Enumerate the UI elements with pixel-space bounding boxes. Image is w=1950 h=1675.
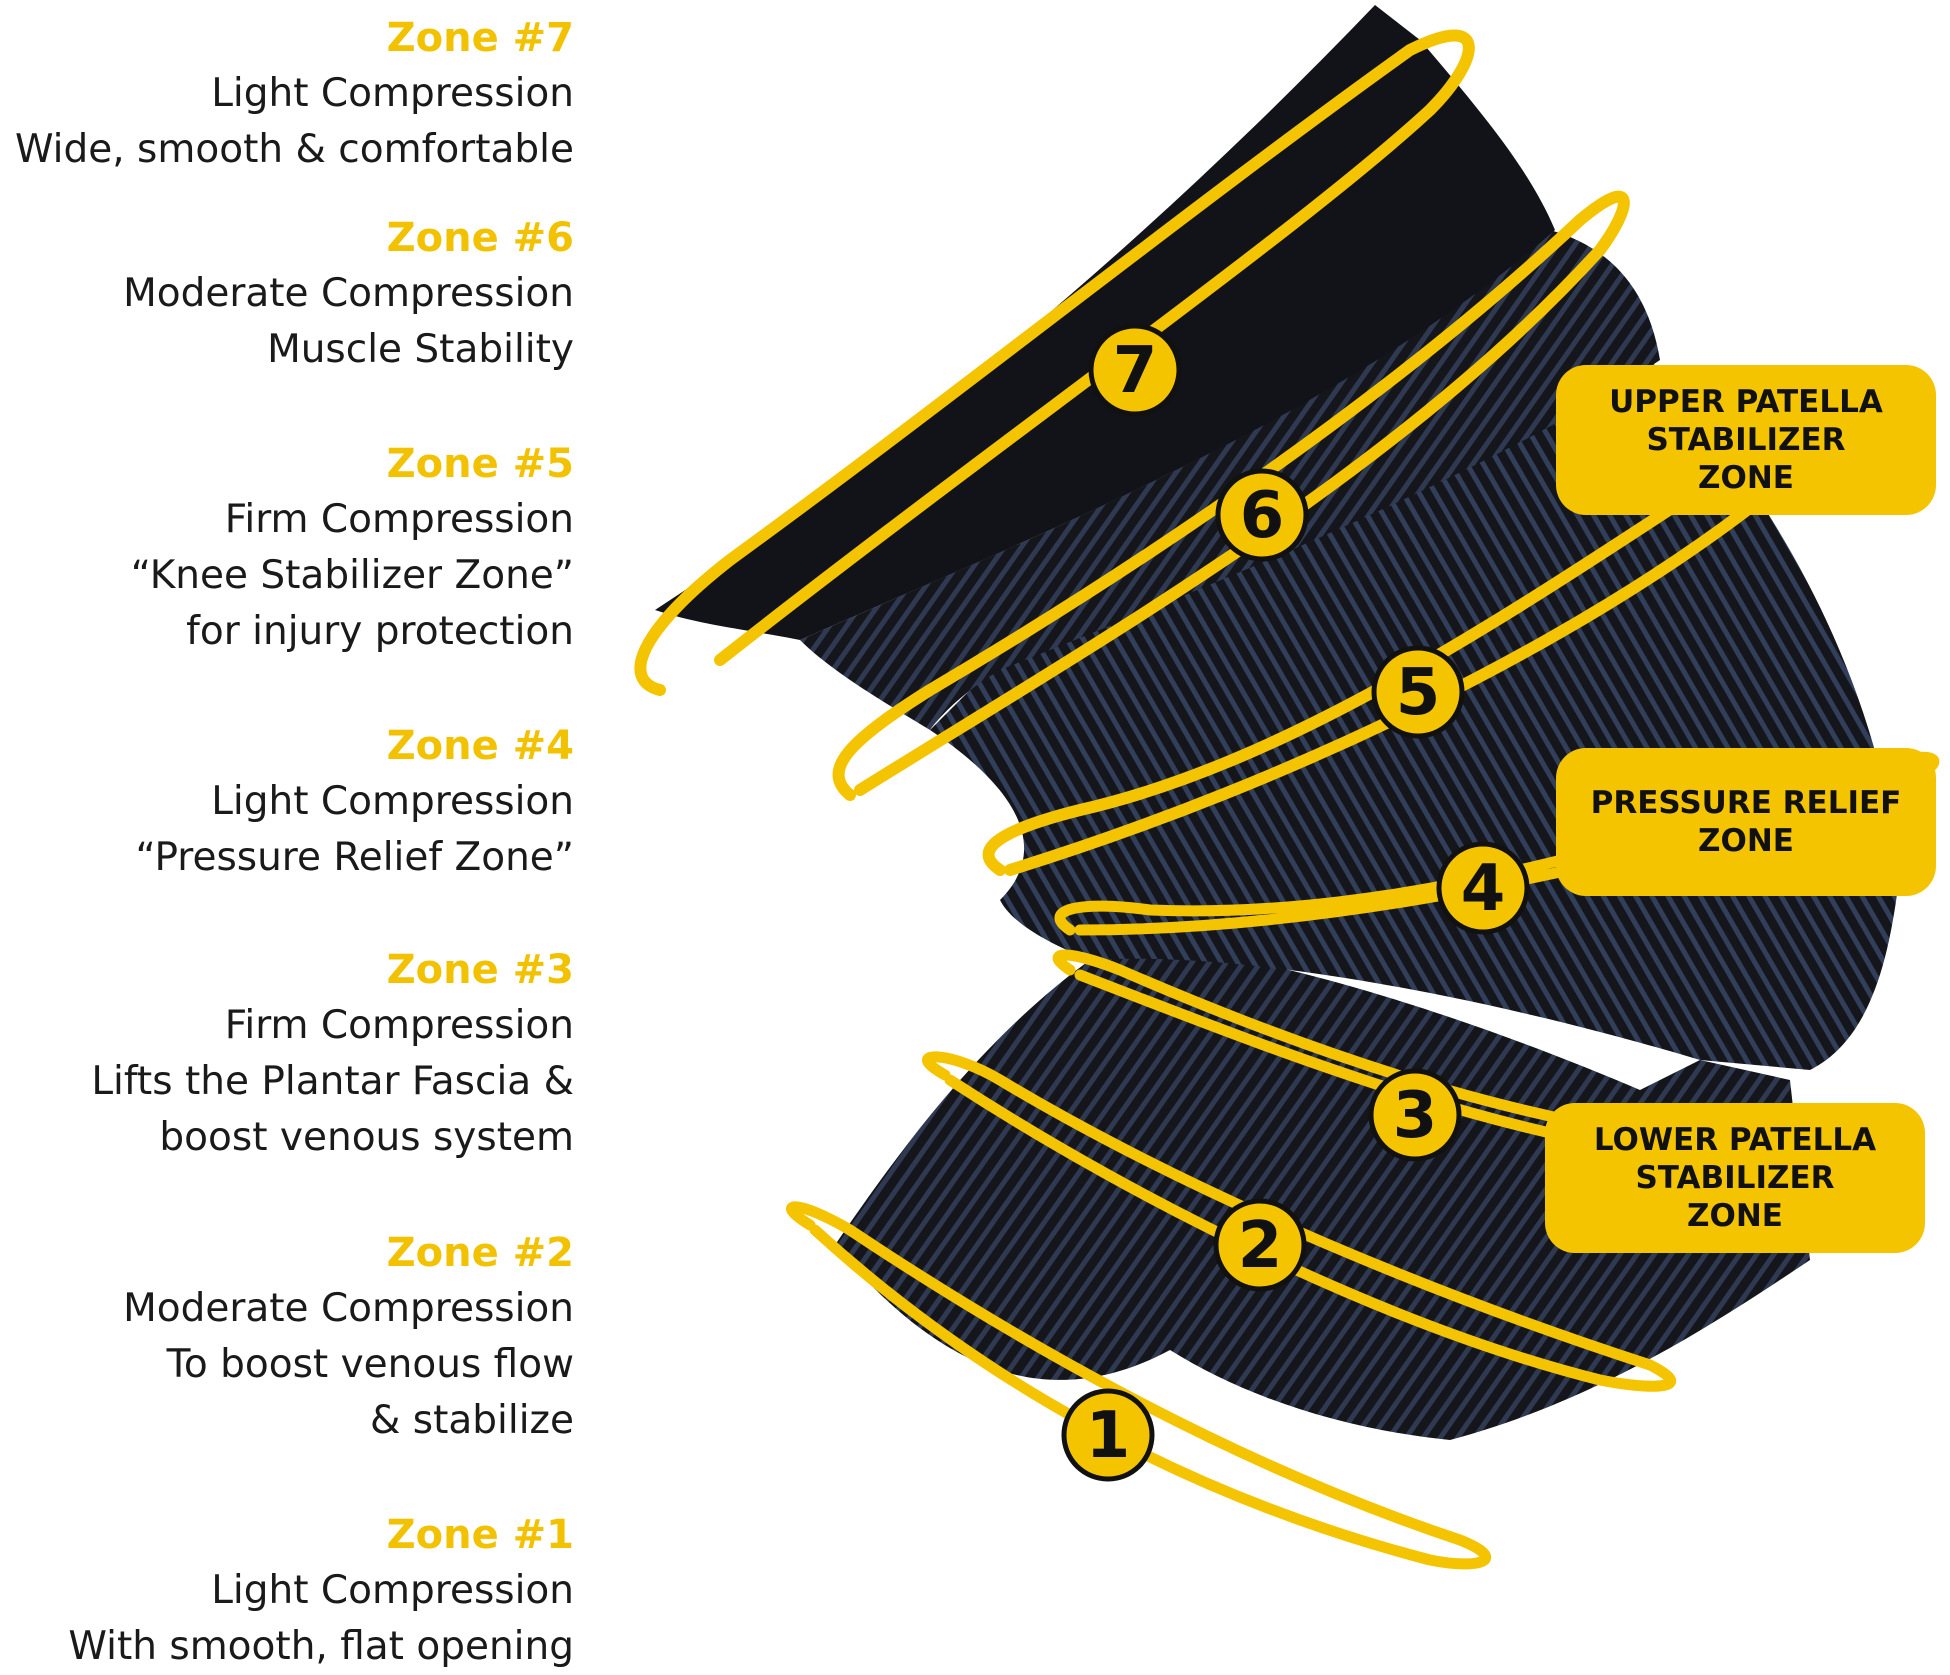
callout-upper-line-2: STABILIZER xyxy=(1646,422,1846,458)
callout-pressure-line-2: ZONE xyxy=(1698,823,1794,859)
zone-6-title: Zone #6 xyxy=(386,215,574,261)
callout-upper-line-1: UPPER PATELLA xyxy=(1609,384,1883,420)
zone-5-description: Zone #5 Firm Compression “Knee Stabilize… xyxy=(131,436,574,660)
zone-2-line-1: Moderate Compression xyxy=(123,1286,574,1331)
zone-3-description: Zone #3 Firm Compression Lifts the Plant… xyxy=(91,942,574,1166)
callout-lower-line-3: ZONE xyxy=(1687,1198,1783,1234)
zone-1-description: Zone #1 Light Compression With smooth, f… xyxy=(68,1507,574,1675)
zone-5-line-1: Firm Compression xyxy=(224,497,574,542)
zone-4-description: Zone #4 Light Compression “Pressure Reli… xyxy=(135,718,574,886)
zone-number-6: 6 xyxy=(1240,479,1285,553)
zone-1-line-2: With smooth, flat opening xyxy=(68,1624,574,1669)
zone-1-line-1: Light Compression xyxy=(211,1568,574,1613)
zone-6-line-1: Moderate Compression xyxy=(123,271,574,316)
zone-number-badge-6: 6 xyxy=(1215,468,1309,562)
zone-number-badge-5: 5 xyxy=(1371,645,1465,739)
zone-3-title: Zone #3 xyxy=(386,947,574,993)
zone-1-title: Zone #1 xyxy=(386,1512,574,1558)
zone-number-circles: 7 6 5 4 3 2 1 xyxy=(1061,323,1530,1482)
zone-3-line-3: boost venous system xyxy=(159,1115,574,1160)
callout-upper-patella: UPPER PATELLA STABILIZER ZONE xyxy=(1556,365,1936,515)
zone-number-1: 1 xyxy=(1086,1399,1131,1473)
zone-number-5: 5 xyxy=(1396,656,1441,730)
zone-4-line-2: “Pressure Relief Zone” xyxy=(135,835,574,880)
zone-3-line-1: Firm Compression xyxy=(224,1003,574,1048)
callout-pressure-line-1: PRESSURE RELIEF xyxy=(1590,785,1902,821)
zone-6-description: Zone #6 Moderate Compression Muscle Stab… xyxy=(123,210,574,378)
zone-2-title: Zone #2 xyxy=(386,1230,574,1276)
callout-lower-line-2: STABILIZER xyxy=(1635,1160,1835,1196)
zone-5-title: Zone #5 xyxy=(386,441,574,487)
zone-2-description: Zone #2 Moderate Compression To boost ve… xyxy=(123,1225,574,1449)
zone-number-3: 3 xyxy=(1393,1079,1438,1153)
zone-7-line-2: Wide, smooth & comfortable xyxy=(14,127,574,172)
zone-6-line-2: Muscle Stability xyxy=(267,327,574,372)
zone-5-line-3: for injury protection xyxy=(186,609,574,654)
zone-number-badge-4: 4 xyxy=(1436,841,1530,935)
zone-2-line-3: & stabilize xyxy=(369,1398,574,1443)
callout-upper-line-3: ZONE xyxy=(1698,460,1794,496)
sleeve-cuff xyxy=(655,5,1555,640)
zone-3-line-2: Lifts the Plantar Fascia & xyxy=(91,1059,574,1104)
callout-lower-patella: LOWER PATELLA STABILIZER ZONE xyxy=(1545,1103,1925,1253)
callout-lower-line-1: LOWER PATELLA xyxy=(1593,1122,1877,1158)
zone-4-line-1: Light Compression xyxy=(211,779,574,824)
zone-number-4: 4 xyxy=(1461,852,1506,926)
zone-number-2: 2 xyxy=(1238,1209,1283,1283)
callout-pressure-relief: PRESSURE RELIEF ZONE xyxy=(1556,748,1936,896)
zone-7-description: Zone #7 Light Compression Wide, smooth &… xyxy=(15,10,574,178)
zone-2-line-2: To boost venous flow xyxy=(166,1342,574,1387)
zone-7-line-1: Light Compression xyxy=(211,71,574,116)
zone-number-badge-1: 1 xyxy=(1061,1388,1155,1482)
sleeve-upper xyxy=(800,230,1660,730)
ring-6 xyxy=(832,190,1630,801)
zone-number-badge-3: 3 xyxy=(1368,1068,1462,1162)
zone-4-title: Zone #4 xyxy=(386,723,574,769)
zone-7-title: Zone #7 xyxy=(386,15,574,61)
zone-5-line-2: “Knee Stabilizer Zone” xyxy=(130,553,574,598)
zone-number-7: 7 xyxy=(1113,334,1158,408)
sleeve-lower xyxy=(835,945,1810,1440)
zone-number-badge-2: 2 xyxy=(1213,1198,1307,1292)
zone-number-badge-7: 7 xyxy=(1088,323,1182,417)
